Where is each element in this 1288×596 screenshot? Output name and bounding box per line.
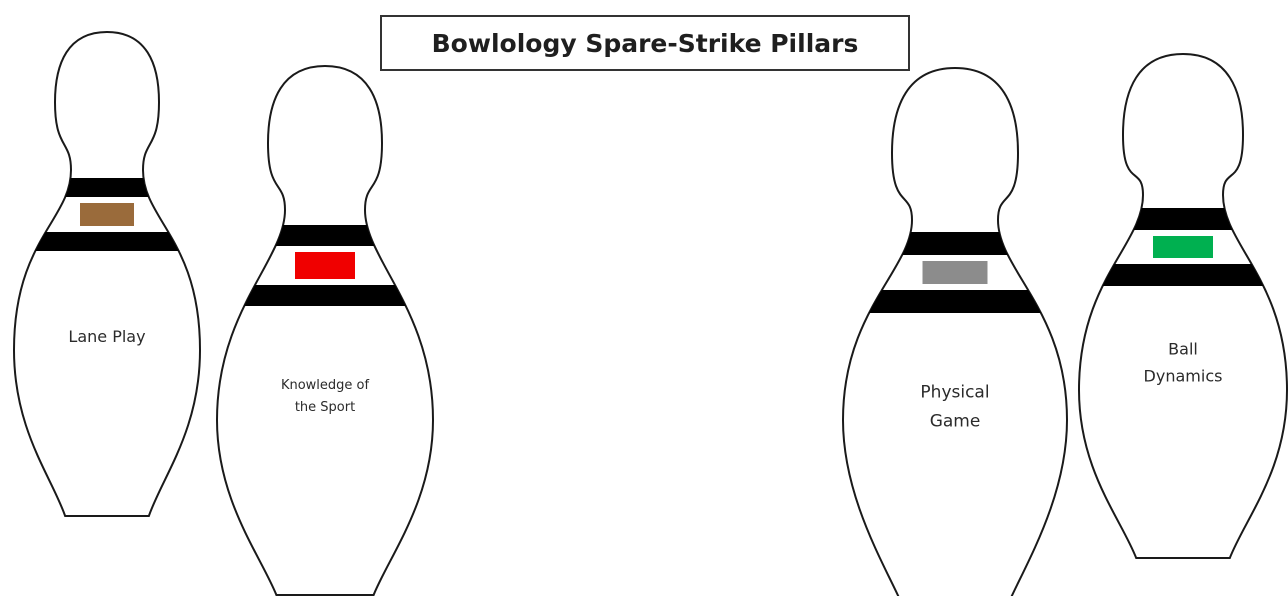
pin-stripe-lower: [217, 285, 433, 306]
pin-stripe-lower: [14, 232, 200, 251]
pin-stripe-upper: [14, 178, 200, 197]
pin-label-line: Physical: [920, 383, 989, 403]
pin-stripe-upper: [1079, 208, 1287, 230]
pin-stripe-lower: [843, 290, 1067, 313]
pin-outline: [12, 30, 202, 517]
pin-stripe-upper: [217, 225, 433, 246]
pin-color-swatch: [295, 252, 355, 279]
pin-outline: [215, 64, 435, 596]
diagram-title: Bowlology Spare-Strike Pillars: [431, 28, 859, 58]
pin-label-line: Game: [930, 411, 981, 431]
title-box: Bowlology Spare-Strike Pillars: [380, 15, 910, 71]
pin-color-swatch: [1153, 236, 1213, 258]
pin-outline: [1077, 52, 1288, 559]
pin-label-line: Ball: [1168, 339, 1198, 358]
pin-stripe-lower: [1079, 264, 1287, 286]
pin-label-line: Dynamics: [1144, 367, 1223, 386]
pin-color-swatch: [922, 261, 988, 284]
pin-label-line: the Sport: [295, 400, 355, 415]
pin-outline: [841, 66, 1069, 596]
pin-label-line: Knowledge of: [281, 378, 370, 393]
pin-color-swatch: [80, 203, 134, 226]
pin-label-line: Lane Play: [68, 327, 145, 346]
bowling-pin-2: Knowledge of the Sport: [215, 64, 435, 596]
bowling-pin-1: Lane Play: [12, 30, 202, 517]
pin-stripe-upper: [843, 232, 1067, 255]
